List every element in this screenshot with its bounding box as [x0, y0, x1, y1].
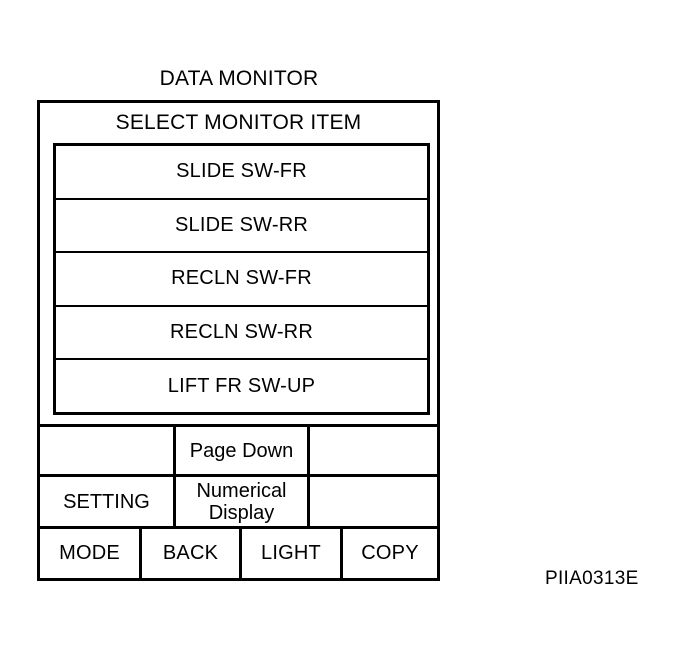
- back-button[interactable]: BACK: [142, 529, 242, 578]
- numerical-display-button[interactable]: Numerical Display: [176, 477, 310, 527]
- soft-key-blank-right[interactable]: [310, 427, 437, 474]
- copy-button[interactable]: COPY: [361, 542, 419, 564]
- data-monitor-device: SELECT MONITOR ITEM SLIDE SW-FR SLIDE SW…: [37, 100, 440, 581]
- soft-key-row-setting: SETTING Numerical Display: [40, 477, 437, 530]
- soft-key-blank-left[interactable]: [40, 427, 176, 475]
- control-panel: Page Down SETTING Numerical Display MODE…: [40, 424, 437, 578]
- list-item[interactable]: SLIDE SW-FR: [56, 146, 427, 200]
- light-button[interactable]: LIGHT: [242, 529, 343, 578]
- mode-button[interactable]: MODE: [40, 529, 142, 578]
- monitor-item-list: SLIDE SW-FR SLIDE SW-RR RECLN SW-FR RECL…: [53, 143, 430, 415]
- list-item[interactable]: RECLN SW-FR: [56, 253, 427, 307]
- list-item[interactable]: LIFT FR SW-UP: [167, 374, 316, 397]
- soft-key-row-page: Page Down: [40, 427, 437, 478]
- page-title: DATA MONITOR: [159, 67, 319, 90]
- setting-button[interactable]: SETTING: [40, 477, 176, 527]
- list-item[interactable]: SLIDE SW-RR: [56, 200, 427, 254]
- screen-header-label: SELECT MONITOR ITEM: [115, 111, 362, 134]
- page-down-button[interactable]: Page Down: [176, 427, 310, 475]
- hard-key-row: MODE BACK LIGHT COPY: [40, 529, 437, 578]
- soft-key-blank-right-2[interactable]: [310, 477, 437, 526]
- figure-caption: PIIA0313E: [545, 568, 639, 589]
- list-item[interactable]: RECLN SW-RR: [56, 307, 427, 361]
